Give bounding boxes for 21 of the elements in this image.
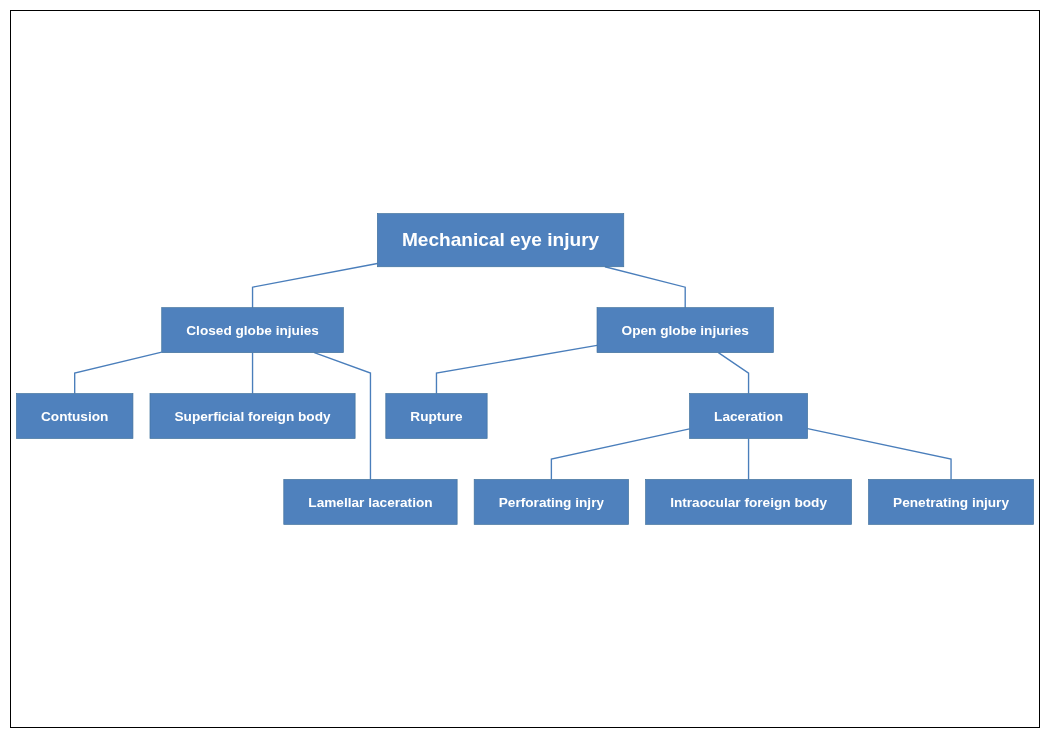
node-box: Rupture [385, 393, 488, 439]
node-box: Closed globe injuies [161, 307, 344, 353]
connector [74, 351, 163, 395]
connector [251, 262, 379, 309]
node-box: Superficial foreign body [149, 393, 356, 439]
connector [550, 428, 691, 481]
node-box: Lamellar laceration [283, 479, 458, 525]
node-box: Perforating injry [473, 479, 629, 525]
connector [313, 351, 372, 481]
node-box: Contusion [16, 393, 134, 439]
connector [747, 437, 750, 481]
connector [806, 427, 952, 481]
node-box: Penetrating injury [868, 479, 1034, 525]
connector [604, 266, 686, 309]
node-box: Mechanical eye injury [377, 213, 625, 268]
node-box: Open globe injuries [596, 307, 774, 353]
connector [435, 344, 598, 395]
node-box: Laceration [689, 393, 808, 439]
node-box: Intraocular foreign body [645, 479, 852, 525]
connector [251, 351, 254, 395]
connector [717, 351, 750, 395]
